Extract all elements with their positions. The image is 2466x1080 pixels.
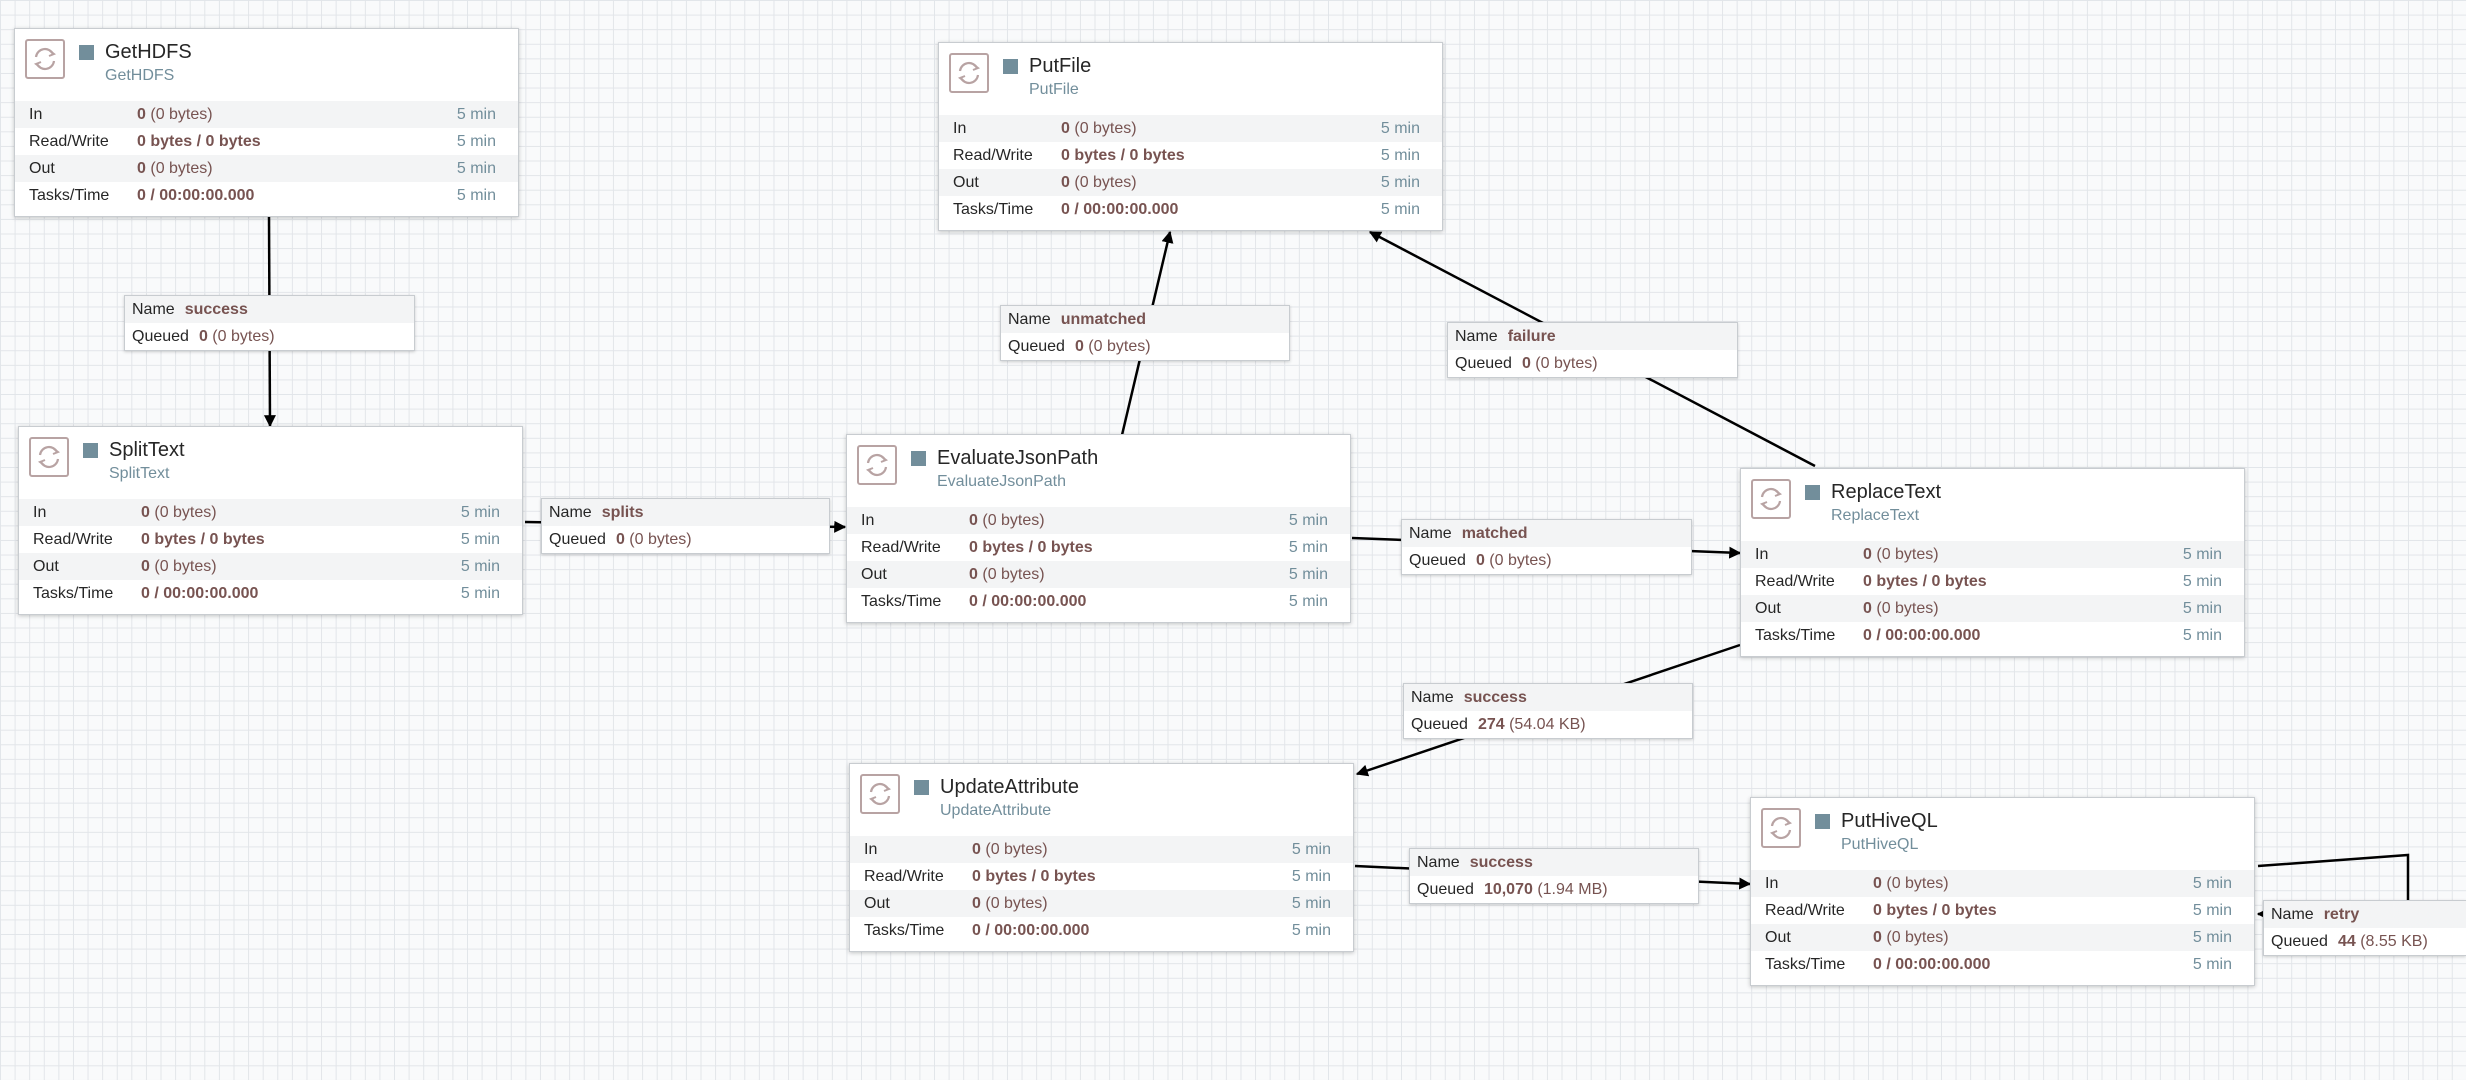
processor-icon xyxy=(949,53,989,93)
stopped-status-icon[interactable] xyxy=(79,45,94,60)
processor-name: SplitText xyxy=(109,439,185,461)
processor-type: ReplaceText xyxy=(1831,507,1920,524)
processor-icon xyxy=(857,445,897,485)
processor-type: UpdateAttribute xyxy=(940,802,1052,819)
processor-type: EvaluateJsonPath xyxy=(937,473,1066,490)
processor-icon xyxy=(860,774,900,814)
processor-icon xyxy=(29,437,69,477)
processor-name: UpdateAttribute xyxy=(940,776,1079,798)
processor-name: PutHiveQL xyxy=(1841,810,1938,832)
processor-type: PutFile xyxy=(1029,81,1079,98)
processor-icon xyxy=(1761,808,1801,848)
processor-type: PutHiveQL xyxy=(1841,836,1919,853)
stopped-status-icon[interactable] xyxy=(1003,59,1018,74)
processor-name: PutFile xyxy=(1029,55,1092,77)
processor-icon xyxy=(25,39,65,79)
stopped-status-icon[interactable] xyxy=(1815,814,1830,829)
stopped-status-icon[interactable] xyxy=(83,443,98,458)
stopped-status-icon[interactable] xyxy=(911,451,926,466)
stopped-status-icon[interactable] xyxy=(914,780,929,795)
processor-type: GetHDFS xyxy=(105,67,175,84)
processor-name: ReplaceText xyxy=(1831,481,1942,503)
processor-name: GetHDFS xyxy=(105,41,192,63)
processor-icon xyxy=(1751,479,1791,519)
processor-name: EvaluateJsonPath xyxy=(937,447,1099,469)
stopped-status-icon[interactable] xyxy=(1805,485,1820,500)
processor-type: SplitText xyxy=(109,465,170,482)
